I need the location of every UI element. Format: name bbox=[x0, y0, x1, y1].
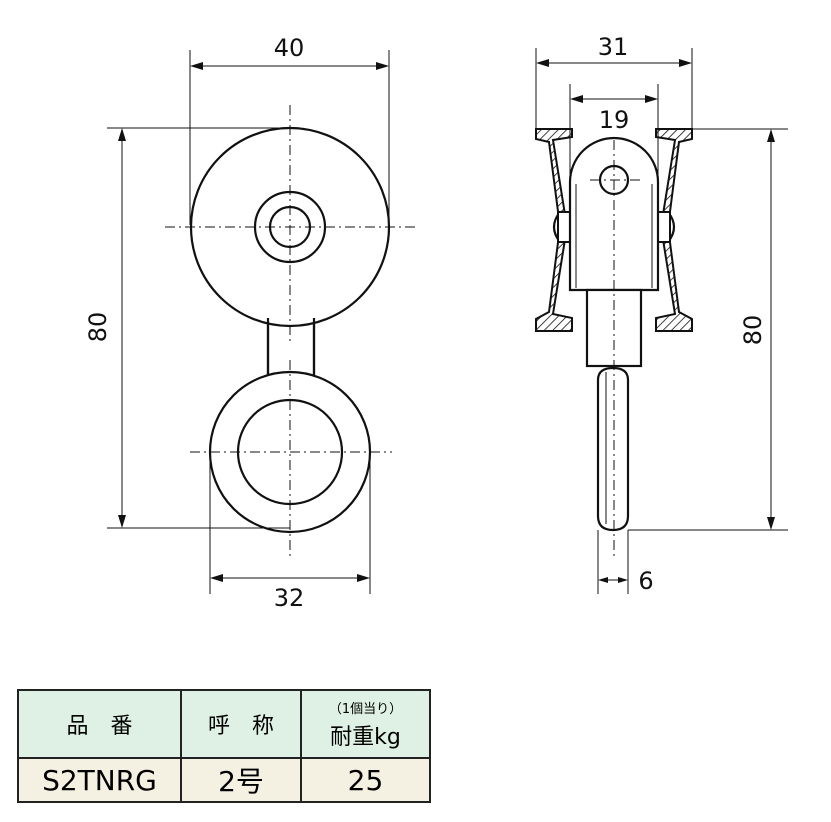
header-part-no-label: 品 番 bbox=[66, 714, 133, 739]
eye-edge bbox=[596, 366, 630, 532]
technical-drawing: 40 80 32 bbox=[84, 33, 788, 612]
front-view bbox=[165, 105, 418, 560]
dim-side-width: 31 bbox=[598, 33, 629, 61]
dim-shaft: 6 bbox=[638, 567, 653, 595]
header-part-no: 品 番 bbox=[17, 689, 182, 759]
value-name: 2号 bbox=[180, 757, 302, 803]
side-dimension-6: 6 bbox=[597, 530, 654, 595]
spec-header-row: 品 番 呼 称 （1個当り） 耐重kg bbox=[17, 689, 431, 759]
front-dimension-32: 32 bbox=[209, 452, 371, 612]
header-capacity: （1個当り） 耐重kg bbox=[300, 689, 431, 759]
spec-table: 品 番 呼 称 （1個当り） 耐重kg S2TNRG 2号 25 bbox=[17, 689, 431, 803]
dim-bottom-width: 32 bbox=[274, 584, 305, 612]
front-dimension-40: 40 bbox=[189, 34, 390, 225]
side-dimension-80: 80 bbox=[628, 128, 788, 531]
side-view bbox=[535, 128, 693, 560]
dim-side-height: 80 bbox=[739, 315, 767, 346]
spec-value-row: S2TNRG 2号 25 bbox=[17, 757, 431, 803]
dim-front-height: 80 bbox=[84, 312, 112, 343]
header-capacity-sub: （1個当り） bbox=[328, 701, 403, 717]
value-capacity: 25 bbox=[300, 757, 431, 803]
dim-front-width: 40 bbox=[274, 34, 305, 62]
side-dimension-19: 19 bbox=[569, 84, 659, 180]
header-name: 呼 称 bbox=[180, 689, 302, 759]
header-name-label: 呼 称 bbox=[207, 714, 274, 739]
side-dimension-31: 31 bbox=[535, 33, 693, 128]
dim-side-inner: 19 bbox=[599, 106, 630, 134]
header-capacity-label: 耐重kg bbox=[330, 724, 401, 750]
value-part-no: S2TNRG bbox=[17, 757, 182, 803]
front-dimension-80: 80 bbox=[84, 127, 290, 529]
